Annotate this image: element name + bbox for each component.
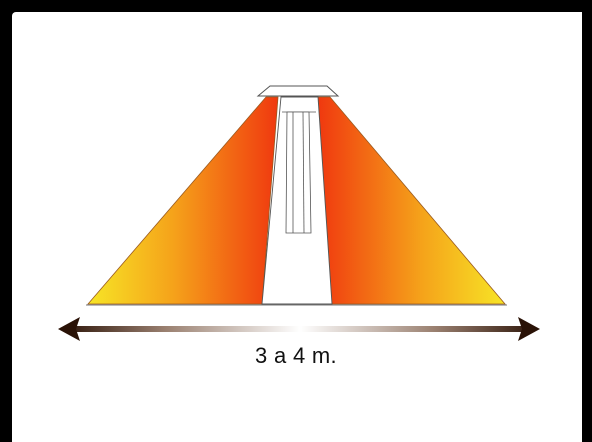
left-heat-cone [87, 96, 279, 305]
arrowhead-left-icon [58, 317, 80, 341]
dimension-arrow [58, 317, 540, 341]
heater-post [261, 96, 333, 305]
right-heat-cone [317, 96, 506, 305]
measurement-label: 3 a 4 m. [255, 343, 337, 368]
arrowhead-right-icon [518, 317, 540, 341]
heater-cap [256, 85, 340, 97]
